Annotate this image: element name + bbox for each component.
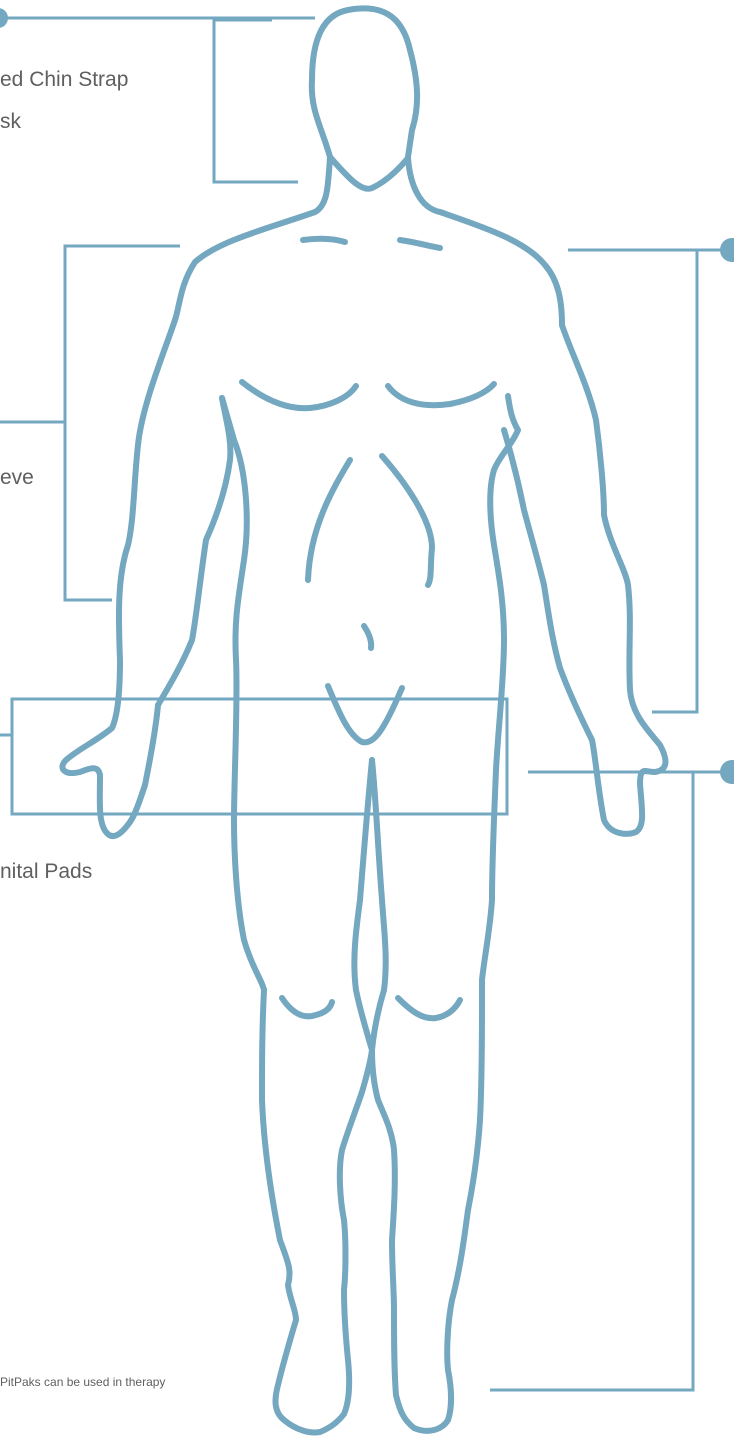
right-leg-callout-dot <box>720 760 734 784</box>
left-clavicle <box>303 239 345 242</box>
arm-bracket <box>65 246 180 600</box>
left-knee <box>282 998 332 1016</box>
right-neck-shoulder <box>408 158 562 325</box>
groin-outline <box>328 686 402 742</box>
right-clavicle <box>400 240 440 248</box>
groin-callout-box <box>12 699 507 814</box>
right-ab <box>382 456 432 585</box>
left-leg-inner <box>354 760 372 1050</box>
head-callout-dot <box>0 8 8 28</box>
left-arm-inner <box>130 398 230 822</box>
left-ab <box>308 460 350 580</box>
right-leg-inner <box>372 760 482 1431</box>
head-bracket <box>214 20 298 182</box>
navel <box>364 626 371 648</box>
left-arm-outer <box>62 320 175 836</box>
groin-label: nital Pads <box>0 860 92 884</box>
arm-label: eve <box>0 466 34 490</box>
right-arm-inner <box>482 396 518 980</box>
right-leg-bracket <box>490 772 693 1390</box>
right-arm-callout-dot <box>720 238 734 262</box>
head-outline <box>312 8 417 157</box>
jaw-line <box>330 157 408 189</box>
right-arm-outer <box>504 325 665 834</box>
left-leg-outer <box>262 990 372 1433</box>
head-label-line1: ed Chin Strap <box>0 68 128 92</box>
left-pec <box>242 382 356 408</box>
footnote: PitPaks can be used in therapy <box>0 1375 165 1389</box>
right-pec <box>388 384 494 405</box>
right-knee <box>398 998 460 1018</box>
head-label-line2: sk <box>0 110 21 134</box>
left-thigh-outer <box>234 440 264 990</box>
